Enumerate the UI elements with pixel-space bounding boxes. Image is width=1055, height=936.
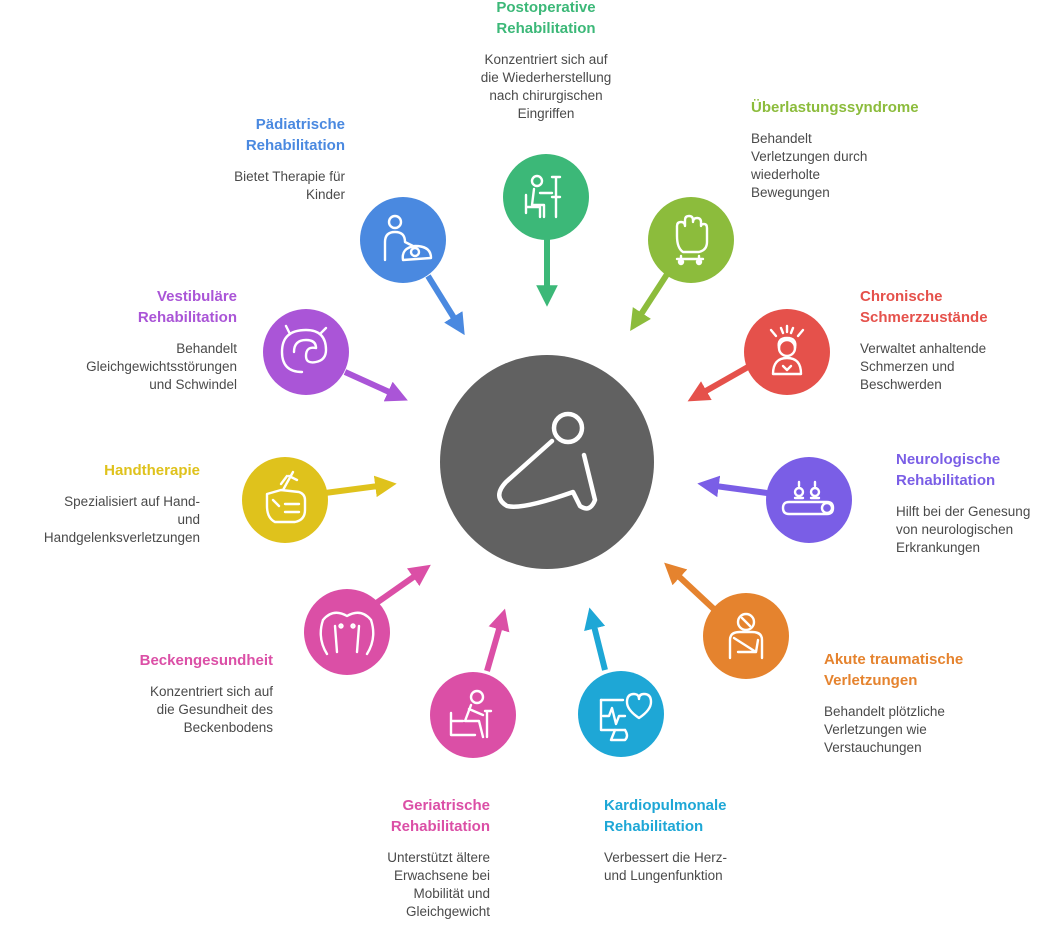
title-akut: Akute traumatische Verletzungen xyxy=(824,651,964,689)
title-post: Postoperative Rehabilitation xyxy=(496,0,596,37)
title-becken: Beckengesundheit xyxy=(139,652,273,669)
desc-geri: Unterstützt ältere Erwachsene bei Mobili… xyxy=(387,850,490,919)
parent-with-child-icon xyxy=(383,214,433,262)
title-kardio: Kardiopulmonale Rehabilitation xyxy=(604,797,727,835)
circle-becken xyxy=(304,589,390,675)
block-kardio: Kardiopulmonale Rehabilitation Verbesser… xyxy=(604,795,804,885)
circle-paed xyxy=(360,197,446,283)
desc-neuro: Hilft bei der Genesung von neurologische… xyxy=(896,504,1031,555)
circle-hand xyxy=(242,457,328,543)
circle-chron xyxy=(744,309,830,395)
arrow-becken xyxy=(373,564,431,607)
title-ueber: Überlastungssyndrome xyxy=(751,99,919,116)
arrow-akut xyxy=(664,562,720,615)
desc-paed: Bietet Therapie für Kinder xyxy=(234,169,345,202)
desc-post: Konzentriert sich auf die Wiederherstell… xyxy=(480,52,612,121)
heart-monitor-icon xyxy=(599,692,653,742)
desc-ueber: Behandelt Verletzungen durch wiederholte… xyxy=(751,131,868,200)
desc-kardio: Verbessert die Herz- und Lungenfunktion xyxy=(604,850,728,883)
arrow-paed xyxy=(425,274,465,336)
title-hand: Handtherapie xyxy=(104,462,200,479)
circle-kardio xyxy=(578,671,664,757)
desc-vest: Behandelt Gleichgewichtsstörungen und Sc… xyxy=(86,341,237,392)
arrow-hand xyxy=(324,475,397,498)
arrow-kardio xyxy=(584,607,608,671)
hand-injection-icon xyxy=(265,470,307,524)
inner-ear-icon xyxy=(280,324,328,374)
center-circle xyxy=(440,355,654,569)
title-vest: Vestibuläre Rehabilitation xyxy=(137,288,237,326)
circle-neuro xyxy=(766,457,852,543)
block-vest: Vestibuläre Rehabilitation Behandelt Gle… xyxy=(36,286,237,394)
title-chron: Chronische Schmerzzustände xyxy=(860,288,988,326)
arm-sling-icon xyxy=(728,612,764,660)
block-post: Postoperative Rehabilitation Konzentrier… xyxy=(448,0,644,123)
person-in-pain-icon xyxy=(769,324,805,376)
arrow-geri xyxy=(484,608,510,672)
title-paed: Pädiatrische Rehabilitation xyxy=(245,116,345,154)
arrow-neuro xyxy=(697,475,768,498)
person-on-crutch-chair-icon xyxy=(524,174,562,219)
pelvis-icon xyxy=(319,611,375,656)
circle-ueber xyxy=(648,197,734,283)
block-hand: Handtherapie Spezialisiert auf Hand- und… xyxy=(4,460,200,547)
block-geri: Geriatrische Rehabilitation Unterstützt … xyxy=(310,795,490,921)
block-chron: Chronische Schmerzzustände Verwaltet anh… xyxy=(860,286,1050,394)
title-geri: Geriatrische Rehabilitation xyxy=(390,797,490,835)
circle-post xyxy=(503,154,589,240)
desc-akut: Behandelt plötzliche Verletzungen wie Ve… xyxy=(824,704,945,755)
circle-geri xyxy=(430,672,516,758)
desc-becken: Konzentriert sich auf die Gesundheit des… xyxy=(149,684,273,735)
raised-fist-icon xyxy=(675,214,709,266)
circle-akut xyxy=(703,593,789,679)
block-paed: Pädiatrische Rehabilitation Bietet Thera… xyxy=(165,114,345,204)
desc-hand: Spezialisiert auf Hand- und Handgelenksv… xyxy=(43,494,200,545)
arrow-vest xyxy=(343,369,408,402)
desc-chron: Verwaltet anhaltende Schmerzen und Besch… xyxy=(860,341,987,392)
arrow-chron xyxy=(687,364,750,402)
person-lying-therapy-icon xyxy=(781,480,835,516)
title-neuro: Neurologische Rehabilitation xyxy=(896,451,1001,489)
block-ueber: Überlastungssyndrome Behandelt Verletzun… xyxy=(751,97,981,202)
block-akut: Akute traumatische Verletzungen Behandel… xyxy=(824,649,1024,757)
person-stretching-icon xyxy=(497,411,598,511)
block-becken: Beckengesundheit Konzentriert sich auf d… xyxy=(73,650,273,737)
elderly-person-cane-icon xyxy=(449,689,493,739)
block-neuro: Neurologische Rehabilitation Hilft bei d… xyxy=(896,449,1054,557)
